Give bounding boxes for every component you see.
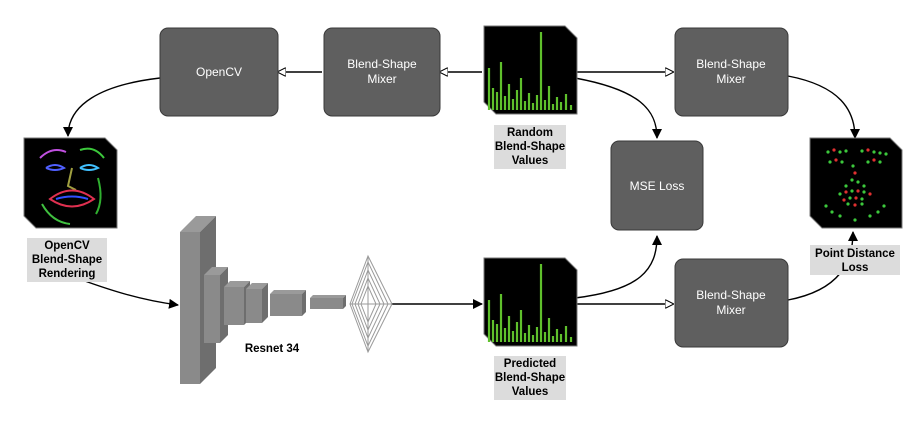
mixer-top-left-label-2: Mixer bbox=[367, 72, 396, 86]
opencv-rendering-line-1: OpenCV bbox=[44, 240, 90, 252]
mse-loss-label: MSE Loss bbox=[630, 179, 685, 193]
point-distance-line-2: Loss bbox=[842, 262, 869, 274]
random-values-line-3: Values bbox=[512, 155, 548, 167]
opencv-label: OpenCV bbox=[196, 65, 242, 79]
mixer-top-left-label-1: Blend-Shape bbox=[347, 57, 417, 71]
random-values-line-2: Blend-Shape bbox=[495, 141, 565, 153]
edge-mixer-right-to-points bbox=[787, 75, 860, 139]
random-values-caption: Random Blend-Shape Values bbox=[494, 125, 566, 169]
fully-connected-layer bbox=[349, 254, 393, 354]
mixer-top-right-label-2: Mixer bbox=[716, 72, 745, 86]
mixer-bottom-box: Blend-Shape Mixer bbox=[674, 258, 789, 348]
opencv-rendering-caption: OpenCV Blend-Shape Rendering bbox=[27, 238, 107, 282]
predicted-values-bars bbox=[487, 264, 573, 342]
opencv-rendering-thumbnail bbox=[23, 137, 118, 229]
random-values-bars bbox=[487, 32, 573, 110]
random-values-line-1: Random bbox=[507, 127, 553, 139]
predicted-values-line-2: Blend-Shape bbox=[495, 372, 565, 384]
point-distance-line-1: Point Distance bbox=[815, 248, 895, 260]
mse-loss-box: MSE Loss bbox=[610, 140, 704, 231]
edge-opencv-to-rendering bbox=[63, 77, 161, 137]
opencv-rendering-line-2: Blend-Shape bbox=[32, 254, 102, 266]
opencv-rendering-line-3: Rendering bbox=[39, 268, 96, 280]
random-values-thumbnail bbox=[483, 25, 578, 115]
opencv-box: OpenCV bbox=[159, 27, 279, 117]
predicted-values-line-3: Values bbox=[512, 386, 548, 398]
predicted-values-thumbnail bbox=[483, 257, 578, 347]
resnet-network bbox=[180, 216, 346, 384]
point-distance-caption: Point Distance Loss bbox=[810, 245, 900, 275]
mixer-top-left-box: Blend-Shape Mixer bbox=[323, 27, 441, 117]
edge-rendering-to-resnet bbox=[81, 279, 179, 309]
edge-random-to-mse bbox=[574, 77, 662, 139]
point-cloud-thumbnail bbox=[809, 137, 903, 229]
edge-predicted-to-mse bbox=[574, 235, 662, 299]
point-cloud-points bbox=[824, 148, 888, 222]
mixer-top-right-label-1: Blend-Shape bbox=[696, 57, 766, 71]
resnet-label: Resnet 34 bbox=[245, 343, 300, 355]
mixer-bottom-label-2: Mixer bbox=[716, 303, 745, 317]
mixer-top-right-box: Blend-Shape Mixer bbox=[674, 27, 789, 117]
edges bbox=[63, 72, 860, 309]
predicted-values-caption: Predicted Blend-Shape Values bbox=[494, 356, 566, 400]
predicted-values-line-1: Predicted bbox=[504, 358, 556, 370]
mixer-bottom-label-1: Blend-Shape bbox=[696, 288, 766, 302]
